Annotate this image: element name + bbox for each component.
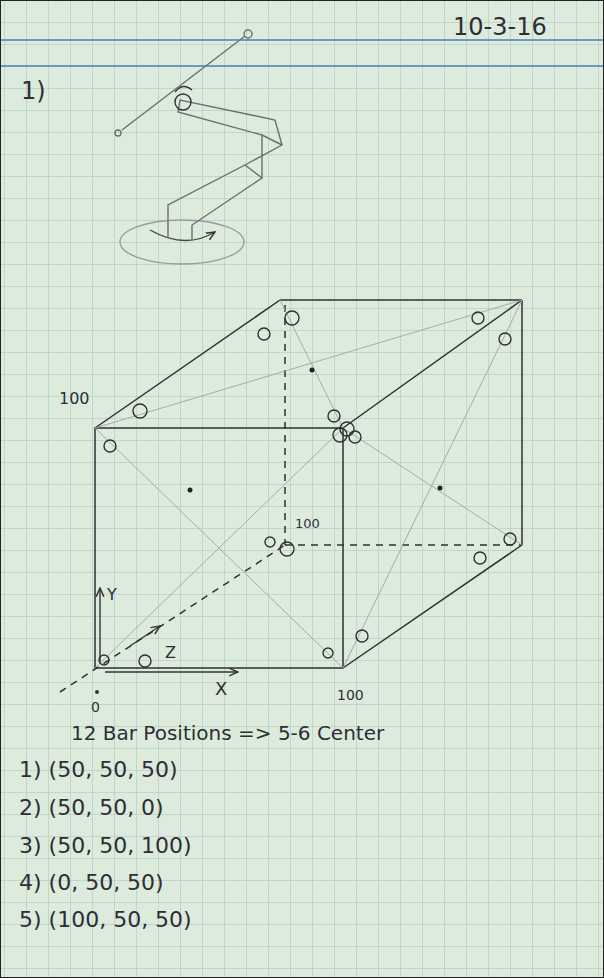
header-rule	[0, 65, 604, 67]
coordinate-entry: 5) (100, 50, 50)	[18, 908, 193, 932]
origin-dot	[95, 690, 99, 694]
pencil-diagonals	[95, 300, 522, 668]
center-dots	[188, 368, 443, 493]
item-number: 1)	[20, 78, 47, 104]
dimension-label: 100	[336, 688, 365, 703]
cube-drawing	[60, 300, 522, 692]
origin-label: 0	[90, 700, 101, 715]
coordinate-entry: 1) (50, 50, 50)	[18, 758, 179, 782]
bar-position-circles	[99, 311, 516, 667]
axis-label: Z	[164, 644, 177, 662]
heading-note: 12 Bar Positions => 5-6 Center	[70, 722, 385, 744]
axis-label: X	[214, 679, 228, 699]
date-note: 10-3-16	[452, 14, 548, 40]
robot-arm-sketch	[115, 30, 282, 264]
axis-arrows	[100, 588, 238, 672]
axis-label: Y	[106, 586, 118, 604]
dimension-label: 100	[294, 517, 321, 531]
coordinate-entry: 3) (50, 50, 100)	[18, 834, 193, 858]
dimension-label: 100	[58, 390, 91, 408]
coordinate-entry: 4) (0, 50, 50)	[18, 871, 165, 895]
coordinate-entry: 2) (50, 50, 0)	[18, 796, 165, 820]
